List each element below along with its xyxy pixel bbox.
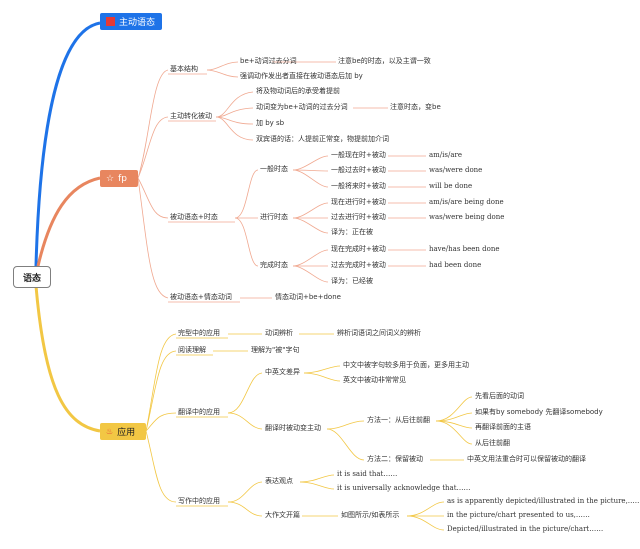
node-simple-past[interactable]: 一般过去时+被动 (331, 166, 386, 174)
node-opening-item-1[interactable]: as is apparently depicted/illustrated in… (447, 497, 640, 505)
node-method-two[interactable]: 方法二：保留被动 (367, 455, 423, 463)
node-method-one-item-4[interactable]: 从后往前翻 (475, 439, 510, 447)
node-past-perfect-form[interactable]: had been done (429, 261, 482, 269)
branch-line-application (34, 285, 101, 433)
red-square-icon (106, 17, 115, 26)
branch-application[interactable]: ♨ 应用 (100, 423, 146, 440)
node-writing-opening[interactable]: 大作文开篇 (265, 511, 300, 519)
node-translation-method[interactable]: 翻译时被动变主动 (265, 424, 321, 432)
node-reading[interactable]: 阅读理解 (178, 346, 206, 354)
node-method-one-item-1[interactable]: 先看后面的动词 (475, 392, 524, 400)
node-structure-item-1[interactable]: be+动词过去分词 (240, 57, 297, 65)
node-method-one[interactable]: 方法一：从后往前翻 (367, 416, 430, 424)
node-reading-sub[interactable]: 理解为"被"字句 (251, 346, 300, 354)
node-conversion-item-1[interactable]: 将及物动词后的承受着提前 (256, 87, 340, 95)
node-method-one-item-2[interactable]: 如果有by somebody 先翻译somebody (475, 408, 603, 416)
branch-active-voice-label: 主动语态 (119, 18, 156, 28)
node-cloze-note[interactable]: 辨析词语词之间词义的辨析 (337, 329, 421, 337)
node-writing[interactable]: 写作中的应用 (178, 497, 220, 505)
node-conversion-note[interactable]: 注意时态，变be (390, 103, 441, 111)
node-method-two-note[interactable]: 中英文用法重合时可以保留被动的翻译 (467, 455, 586, 463)
node-simple-present-form[interactable]: am/is/are (429, 151, 463, 159)
node-present-perfect-form[interactable]: have/has been done (429, 245, 500, 253)
node-conversion[interactable]: 主动转化被动 (170, 112, 212, 120)
node-past-progressive-form[interactable]: was/were being done (429, 213, 505, 221)
node-perfect-translation[interactable]: 译为：已经被 (331, 277, 373, 285)
node-simple-present[interactable]: 一般现在时+被动 (331, 151, 386, 159)
node-simple-past-form[interactable]: was/were done (429, 166, 483, 174)
branch-line-fp (36, 176, 101, 267)
node-diff-item-2[interactable]: 英文中被动非常常见 (343, 376, 406, 384)
branch-active-voice[interactable]: 主动语态 (100, 13, 162, 30)
node-structure-note[interactable]: 注意be的时态，以及主谓一致 (338, 57, 431, 65)
node-tense-perfect[interactable]: 完成时态 (260, 261, 288, 269)
node-translation-diff[interactable]: 中英文差异 (265, 368, 300, 376)
node-opening-sub[interactable]: 如图所示/如表所示 (341, 511, 400, 519)
node-progressive-translation[interactable]: 译为：正在被 (331, 228, 373, 236)
node-modal-form[interactable]: 情态动词+be+done (275, 293, 341, 301)
node-structure[interactable]: 基本结构 (170, 65, 198, 73)
node-conversion-item-4[interactable]: 双宾语的话：人提前正常变，物提前加介词 (256, 135, 389, 143)
branch-line-active (34, 21, 101, 267)
branch-application-label: 应用 (117, 428, 136, 438)
node-writing-view[interactable]: 表达观点 (265, 477, 293, 485)
node-method-one-item-3[interactable]: 再翻译前面的主语 (475, 423, 531, 431)
branch-fp[interactable]: ☆ fp (100, 170, 138, 187)
node-opening-item-2[interactable]: in the picture/chart presented to us,…… (447, 511, 590, 519)
flame-icon: ♨ (106, 427, 114, 436)
node-present-progressive[interactable]: 现在进行时+被动 (331, 198, 386, 206)
node-view-item-2[interactable]: it is universally acknowledge that…… (337, 484, 471, 492)
node-past-progressive[interactable]: 过去进行时+被动 (331, 213, 386, 221)
node-translation[interactable]: 翻译中的应用 (178, 408, 220, 416)
node-tense[interactable]: 被动语态+时态 (170, 213, 218, 221)
node-simple-future-form[interactable]: will be done (429, 182, 473, 190)
node-modal[interactable]: 被动语态+情态动词 (170, 293, 232, 301)
node-opening-item-3[interactable]: Depicted/illustrated in the picture/char… (447, 525, 604, 533)
node-present-progressive-form[interactable]: am/is/are being done (429, 198, 504, 206)
node-present-perfect[interactable]: 现在完成时+被动 (331, 245, 386, 253)
node-tense-progressive[interactable]: 进行时态 (260, 213, 288, 221)
node-conversion-item-3[interactable]: 加 by sb (256, 119, 285, 127)
node-past-perfect[interactable]: 过去完成时+被动 (331, 261, 386, 269)
node-tense-simple[interactable]: 一般时态 (260, 165, 288, 173)
star-icon: ☆ (106, 173, 115, 184)
node-structure-item-2[interactable]: 强调动作发出者直接在被动语态后加 by (240, 72, 363, 80)
node-cloze-sub[interactable]: 动词辨析 (265, 329, 293, 337)
node-view-item-1[interactable]: it is said that…… (337, 470, 398, 478)
branch-fp-label: fp (118, 173, 127, 184)
node-cloze[interactable]: 完型中的应用 (178, 329, 220, 337)
root-node[interactable]: 语态 (13, 266, 51, 288)
node-conversion-item-2[interactable]: 动词变为be+动词的过去分词 (256, 103, 348, 111)
node-simple-future[interactable]: 一般将来时+被动 (331, 182, 386, 190)
node-diff-item-1[interactable]: 中文中被字句较多用于负面，更多用主动 (343, 361, 469, 369)
